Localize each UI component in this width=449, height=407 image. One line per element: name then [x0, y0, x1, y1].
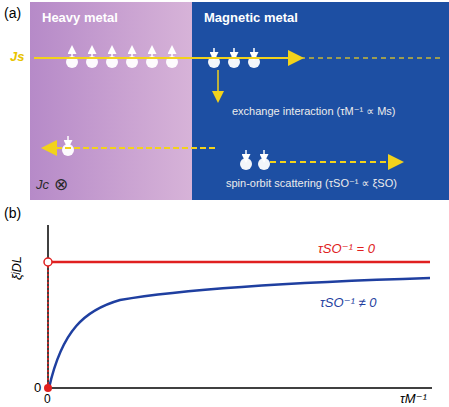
curve-label: τSO⁻¹ = 0 — [318, 242, 375, 255]
y-axis-label: ξʲDL — [10, 256, 23, 280]
material-layer: Heavy metal — [30, 2, 192, 200]
spin-arrow — [213, 48, 215, 58]
spin-arrow — [263, 150, 265, 160]
open-circle — [44, 258, 52, 266]
axis-zero: 0 — [34, 381, 41, 394]
red-curve — [51, 261, 430, 264]
layer-name: Magnetic metal — [204, 10, 298, 25]
into-page-symbol: ⊗ — [54, 176, 68, 193]
charge-current-label: Jc — [36, 178, 49, 191]
spin-arrow — [245, 150, 247, 160]
material-layer: Magnetic metal — [192, 2, 449, 200]
spin-arrow — [233, 48, 235, 58]
red-dotted-line — [47, 266, 49, 386]
mechanism-label: spin-orbit scattering (τSO⁻¹ ∝ ξSO) — [226, 178, 397, 189]
blue-curve — [49, 278, 430, 388]
panel-label: (a) — [4, 6, 21, 20]
x-axis — [48, 387, 432, 389]
spin-arrow — [253, 48, 255, 58]
curve-label: τSO⁻¹ ≠ 0 — [320, 296, 376, 309]
spin-current-arrow — [200, 57, 300, 59]
spin-current-arrow — [34, 57, 200, 59]
spin-current-label: Js — [10, 50, 24, 63]
spin-arrow — [111, 48, 113, 58]
layer-name: Heavy metal — [42, 10, 118, 25]
filled-dot — [44, 384, 52, 392]
spin-arrow — [131, 48, 133, 58]
spin-current-arrow — [300, 57, 440, 59]
axis-zero: 0 — [44, 393, 51, 405]
panel-label: (b) — [4, 206, 21, 220]
spin-arrow — [151, 48, 153, 58]
spin-arrow — [71, 48, 73, 58]
mechanism-label: exchange interaction (τM⁻¹ ∝ Ms) — [232, 106, 396, 117]
x-axis-label: τM⁻¹ — [400, 392, 427, 405]
spin-arrow — [67, 136, 69, 146]
scattered-spin-arrow — [270, 161, 400, 163]
spin-arrow — [171, 48, 173, 58]
absorption-arrow — [217, 70, 219, 100]
y-axis — [47, 225, 49, 388]
spin-arrow — [91, 48, 93, 58]
backflow-arrow — [45, 147, 215, 149]
